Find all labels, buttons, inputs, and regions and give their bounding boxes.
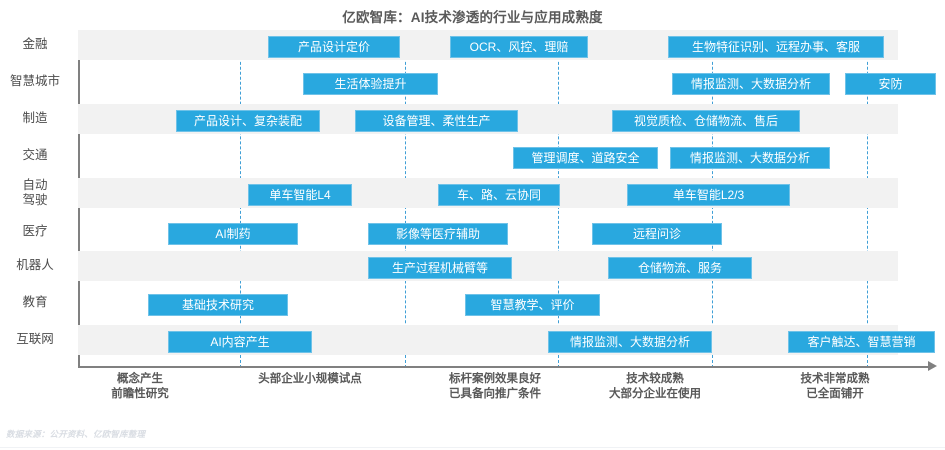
application-bar[interactable]: 生活体验提升 bbox=[303, 73, 438, 95]
page-title: 亿欧智库：AI技术渗透的行业与应用成熟度 bbox=[342, 10, 603, 25]
application-bar[interactable]: 产品设计、复杂装配 bbox=[176, 110, 320, 132]
category-label-医疗: 医疗 bbox=[22, 224, 48, 238]
stage-label-5: 技术非常成熟已全面铺开 bbox=[800, 373, 870, 400]
category-label-交通: 交通 bbox=[22, 148, 48, 162]
category-label-制造: 制造 bbox=[22, 111, 48, 125]
application-bar[interactable]: 生产过程机械臂等 bbox=[368, 257, 512, 279]
application-bar[interactable]: 生物特征识别、远程办事、客服 bbox=[668, 36, 884, 58]
category-label-自动驾驶: 自动驾驶 bbox=[22, 178, 48, 207]
category-label-教育: 教育 bbox=[22, 295, 48, 309]
stage-label-1: 概念产生前瞻性研究 bbox=[111, 373, 169, 400]
category-label-金融: 金融 bbox=[22, 37, 48, 51]
application-bar[interactable]: AI内容产生 bbox=[168, 331, 312, 353]
application-bar[interactable]: AI制药 bbox=[168, 223, 298, 245]
x-axis-line bbox=[78, 366, 930, 368]
application-bar[interactable]: 情报监测、大数据分析 bbox=[548, 331, 712, 353]
application-bar[interactable]: 影像等医疗辅助 bbox=[368, 223, 508, 245]
application-bar[interactable]: 情报监测、大数据分析 bbox=[670, 147, 830, 169]
application-bar[interactable]: 智慧教学、评价 bbox=[465, 294, 600, 316]
data-source-note: 数据来源：公开资料、亿欧智库整理 bbox=[6, 429, 146, 439]
footer-divider bbox=[0, 447, 945, 448]
application-bar[interactable]: 单车智能L2/3 bbox=[627, 184, 790, 206]
application-bar[interactable]: 安防 bbox=[845, 73, 936, 95]
stage-label-3: 标杆案例效果良好已具备向推广条件 bbox=[449, 373, 541, 400]
application-bar[interactable]: 单车智能L4 bbox=[248, 184, 352, 206]
application-bar[interactable]: 视觉质检、仓储物流、售后 bbox=[612, 110, 800, 132]
application-bar[interactable]: 管理调度、道路安全 bbox=[513, 147, 658, 169]
application-bar[interactable]: 产品设计定价 bbox=[268, 36, 400, 58]
category-label-智慧城市: 智慧城市 bbox=[9, 74, 60, 88]
stage-label-4: 技术较成熟大部分企业在使用 bbox=[609, 373, 701, 400]
application-bar[interactable]: 远程问诊 bbox=[592, 223, 722, 245]
application-bar[interactable]: 情报监测、大数据分析 bbox=[672, 73, 830, 95]
category-label-机器人: 机器人 bbox=[16, 258, 54, 272]
application-bar[interactable]: 设备管理、柔性生产 bbox=[355, 110, 518, 132]
category-label-互联网: 互联网 bbox=[16, 332, 54, 346]
application-bar[interactable]: OCR、风控、理赔 bbox=[450, 36, 588, 58]
application-bar[interactable]: 仓储物流、服务 bbox=[608, 257, 752, 279]
x-axis-arrow-icon bbox=[928, 361, 937, 371]
application-bar[interactable]: 客户触达、智慧营销 bbox=[788, 331, 935, 353]
application-bar[interactable]: 基础技术研究 bbox=[148, 294, 288, 316]
application-bar[interactable]: 车、路、云协同 bbox=[438, 184, 560, 206]
stage-label-2: 头部企业小规模试点 bbox=[258, 373, 362, 385]
